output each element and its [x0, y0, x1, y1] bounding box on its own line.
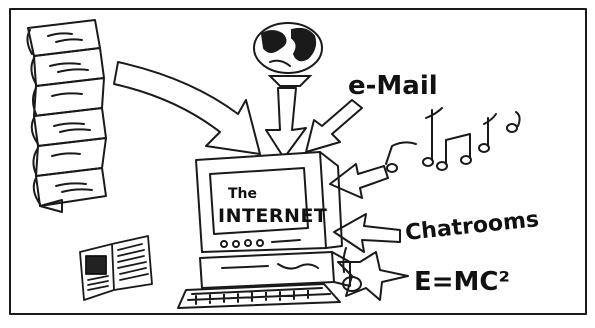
- screen-text-the: The: [228, 186, 257, 202]
- newspaper-icon: [80, 236, 152, 300]
- book-stack-icon: [27, 20, 106, 212]
- arrow-from-globe: [266, 88, 306, 158]
- globe-icon: [254, 23, 322, 86]
- email-label: e-Mail: [348, 71, 438, 101]
- music-notes-icon: [386, 108, 520, 172]
- chatrooms-label: Chatrooms: [404, 207, 540, 246]
- arrow-from-chatrooms: [334, 214, 400, 252]
- arrow-from-books: [114, 62, 260, 154]
- arrow-from-formula: [338, 252, 408, 300]
- computer-icon: [178, 152, 361, 308]
- arrow-from-email: [306, 100, 362, 152]
- formula-label: E=MC²: [414, 267, 510, 297]
- screen-text-internet: INTERNET: [218, 205, 327, 227]
